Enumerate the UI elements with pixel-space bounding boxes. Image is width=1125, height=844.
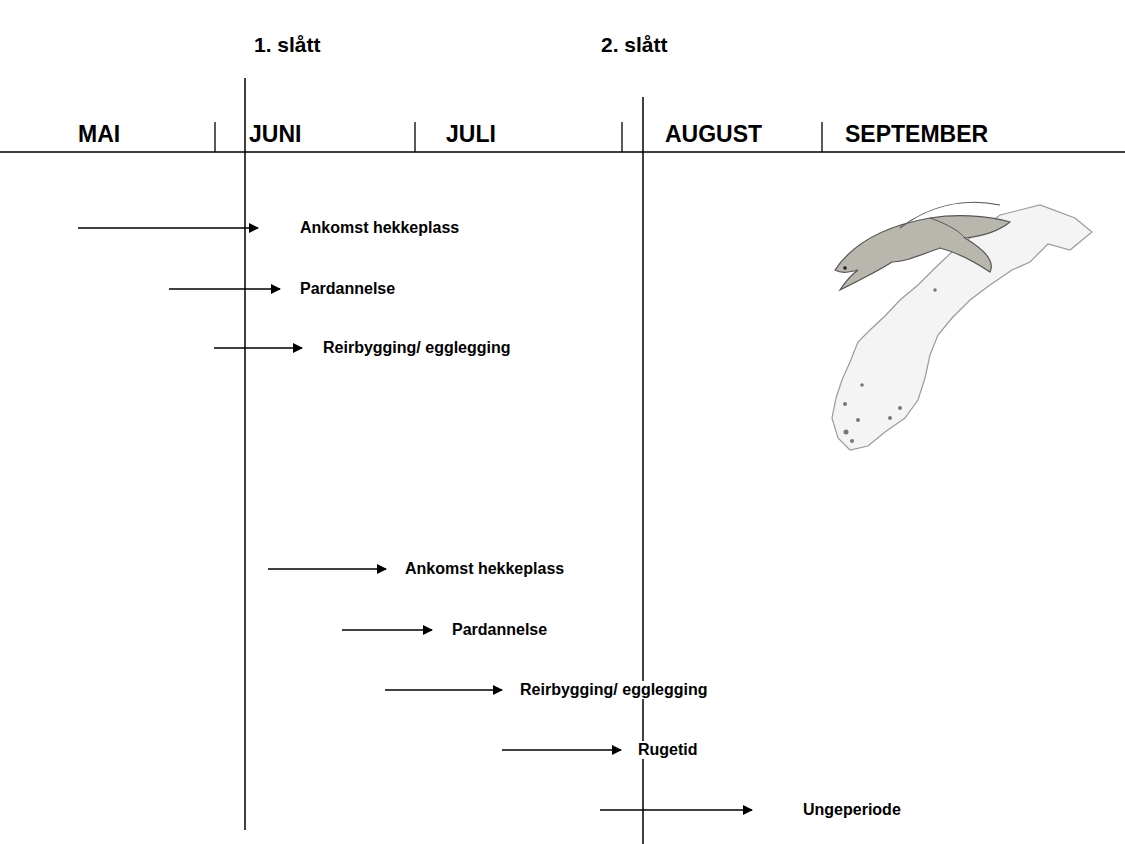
month-label: JUNI: [247, 121, 303, 147]
month-label: MAI: [76, 121, 122, 147]
phase-label: Reirbygging/ egglegging: [518, 681, 710, 699]
phase-label: Reirbygging/ egglegging: [321, 339, 513, 357]
cut-label: 2. slått: [599, 33, 670, 57]
phase-label: Pardannelse: [298, 280, 397, 298]
cut-line: [244, 78, 246, 830]
bird-map-illustration: [832, 202, 1092, 450]
cut-label: 1. slått: [252, 33, 323, 57]
month-label: AUGUST: [663, 121, 764, 147]
cut-line: [642, 97, 644, 844]
phase-label: Rugetid: [636, 741, 700, 759]
phase-label: Ankomst hekkeplass: [403, 560, 566, 578]
axis-line: [0, 151, 1125, 152]
phase-label: Ungeperiode: [801, 801, 903, 819]
month-label: JULI: [444, 121, 498, 147]
phase-label: Pardannelse: [450, 621, 549, 639]
month-label: SEPTEMBER: [843, 121, 990, 147]
phase-label: Ankomst hekkeplass: [298, 219, 461, 237]
phase-arrows: [78, 228, 752, 810]
month-ticks: [215, 122, 822, 152]
